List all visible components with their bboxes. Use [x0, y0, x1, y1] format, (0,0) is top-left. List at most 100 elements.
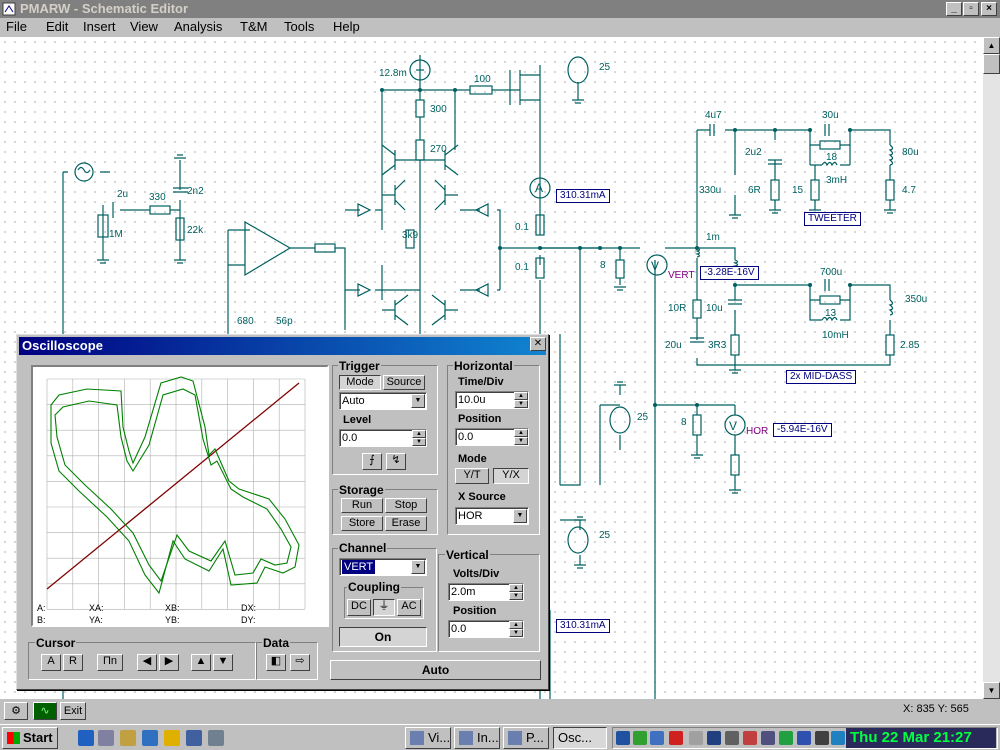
media-icon[interactable]	[164, 730, 180, 746]
settings-icon[interactable]: ⚙	[4, 702, 28, 720]
menu-file[interactable]: File	[6, 19, 27, 34]
task-osc[interactable]: Osc...	[553, 727, 607, 749]
tray-shield-icon[interactable]	[633, 731, 647, 745]
vert-probe-value[interactable]: -3.28E-16V	[700, 266, 759, 280]
minimize-button[interactable]: _	[946, 2, 962, 16]
scroll-thumb[interactable]	[983, 54, 1000, 74]
close-button[interactable]: ×	[981, 2, 997, 16]
label-r4-7: 4.7	[902, 185, 916, 196]
voltsdiv-spinner[interactable]: ▲▼	[509, 584, 523, 600]
chevron-down-icon[interactable]: ▼	[411, 560, 425, 574]
tray-tool-icon[interactable]	[689, 731, 703, 745]
chevron-down-icon[interactable]: ▼	[513, 509, 527, 523]
h-position-input[interactable]: 0.0 ▲▼	[455, 428, 529, 446]
tray-disk-icon[interactable]	[725, 731, 739, 745]
current-probe-bottom[interactable]: 310.31mA	[556, 619, 610, 633]
coupling-dc-button[interactable]: DC	[347, 599, 371, 616]
windows-flag-icon	[7, 732, 20, 744]
trigger-source-tab[interactable]: Source	[383, 375, 425, 390]
trigger-falling-edge-button[interactable]: ↯	[386, 453, 406, 470]
oscilloscope-window[interactable]: Oscilloscope ✕ A: B: XA: YA: XB: YB: DX:…	[16, 334, 549, 690]
mode-yx-button[interactable]: Y/X	[493, 468, 529, 484]
task-in[interactable]: In...	[454, 727, 500, 749]
cursor-left-button[interactable]: ◀	[137, 654, 157, 671]
current-probe-top[interactable]: 310.31mA	[556, 189, 610, 203]
ie-icon[interactable]	[78, 730, 94, 746]
trigger-mode-select[interactable]: Auto ▼	[339, 392, 427, 410]
v-position-spinner[interactable]: ▲▼	[509, 621, 523, 637]
label-r300: 300	[430, 104, 447, 115]
cursor-down-button[interactable]: ▼	[213, 654, 233, 671]
task-vi[interactable]: Vi...	[405, 727, 451, 749]
start-button[interactable]: Start	[2, 727, 58, 749]
tray-blue-icon[interactable]	[797, 731, 811, 745]
storage-store-button[interactable]: Store	[341, 516, 383, 531]
label-src25b: 25	[637, 412, 649, 423]
menu-insert[interactable]: Insert	[83, 19, 116, 34]
cursor-r-button[interactable]: R	[63, 654, 83, 671]
storage-erase-button[interactable]: Erase	[385, 516, 427, 531]
printer-icon[interactable]	[208, 730, 224, 746]
trigger-mode-tab[interactable]: Mode	[339, 375, 381, 390]
tray-security-icon[interactable]	[743, 731, 757, 745]
hor-probe-value[interactable]: -5.94E-16V	[773, 423, 832, 437]
xsource-select[interactable]: HOR ▼	[455, 507, 529, 525]
storage-stop-button[interactable]: Stop	[385, 498, 427, 513]
chevron-down-icon[interactable]: ▼	[411, 394, 425, 408]
menu-analysis[interactable]: Analysis	[174, 19, 223, 34]
tray-network-icon[interactable]	[616, 731, 630, 745]
cursor-n-button[interactable]: Πn	[97, 654, 123, 671]
data-save-button[interactable]: ⇨	[290, 654, 310, 671]
vertical-scrollbar[interactable]: ▲ ▼	[983, 37, 1000, 699]
timediv-input[interactable]: 10.0u ▲▼	[455, 391, 529, 409]
v-position-input[interactable]: 0.0 ▲▼	[448, 620, 524, 638]
cursor-right-button[interactable]: ▶	[159, 654, 179, 671]
menu-edit[interactable]: Edit	[46, 19, 69, 34]
label-r0-1a: 0.1	[515, 222, 529, 233]
clock[interactable]: Thu 22 Mar 21:27	[846, 728, 996, 748]
timediv-spinner[interactable]: ▲▼	[514, 392, 528, 408]
exit-button[interactable]: Exit	[60, 702, 86, 720]
menu-view[interactable]: View	[130, 19, 158, 34]
label-c20u: 20u	[665, 340, 682, 351]
oscilloscope-title[interactable]: Oscilloscope	[19, 337, 546, 355]
trigger-rising-edge-button[interactable]: ⨍	[362, 453, 382, 470]
menu-tools[interactable]: Tools	[284, 19, 315, 34]
restore-button[interactable]: ▫	[963, 2, 979, 16]
tray-gray-icon[interactable]	[815, 731, 829, 745]
channel-on-button[interactable]: On	[339, 627, 427, 647]
trigger-level-input[interactable]: 0.0 ▲▼	[339, 429, 427, 447]
tray-ati-icon[interactable]	[669, 731, 683, 745]
tray-display-icon[interactable]	[707, 731, 721, 745]
oscilloscope-icon[interactable]: ∿	[33, 702, 57, 720]
cursor-up-button[interactable]: ▲	[191, 654, 211, 671]
channel-select[interactable]: VERT ▼	[339, 558, 427, 576]
scroll-down-button[interactable]: ▼	[983, 682, 1000, 699]
folder-icon[interactable]	[120, 730, 136, 746]
help-icon[interactable]	[142, 730, 158, 746]
tray-messenger-icon[interactable]	[831, 731, 845, 745]
coupling-ac-button[interactable]: AC	[397, 599, 421, 616]
h-mode-label: Mode	[458, 453, 487, 465]
desktop-icon[interactable]	[98, 730, 114, 746]
coupling-ground-button[interactable]: ⏚	[373, 599, 395, 616]
scope-screen[interactable]: A: B: XA: YA: XB: YB: DX: DY:	[31, 365, 329, 627]
auto-button[interactable]: Auto	[330, 660, 541, 680]
tray-green-icon[interactable]	[779, 731, 793, 745]
storage-run-button[interactable]: Run	[341, 498, 383, 513]
menu-help[interactable]: Help	[333, 19, 360, 34]
voltsdiv-input[interactable]: 2.0m ▲▼	[448, 583, 524, 601]
data-load-button[interactable]: ◧	[266, 654, 286, 671]
tray-speaker-icon[interactable]	[761, 731, 775, 745]
cursor-a-button[interactable]: A	[41, 654, 61, 671]
label-r680: 680	[237, 316, 254, 327]
trigger-level-spinner[interactable]: ▲▼	[412, 430, 426, 446]
window-icon[interactable]	[186, 730, 202, 746]
mode-yt-button[interactable]: Y/T	[455, 468, 489, 484]
task-p[interactable]: P...	[503, 727, 549, 749]
tray-monitor-icon[interactable]	[650, 731, 664, 745]
scroll-up-button[interactable]: ▲	[983, 37, 1000, 54]
menu-tm[interactable]: T&M	[240, 19, 268, 34]
oscilloscope-close-button[interactable]: ✕	[530, 337, 546, 351]
h-position-spinner[interactable]: ▲▼	[514, 429, 528, 445]
